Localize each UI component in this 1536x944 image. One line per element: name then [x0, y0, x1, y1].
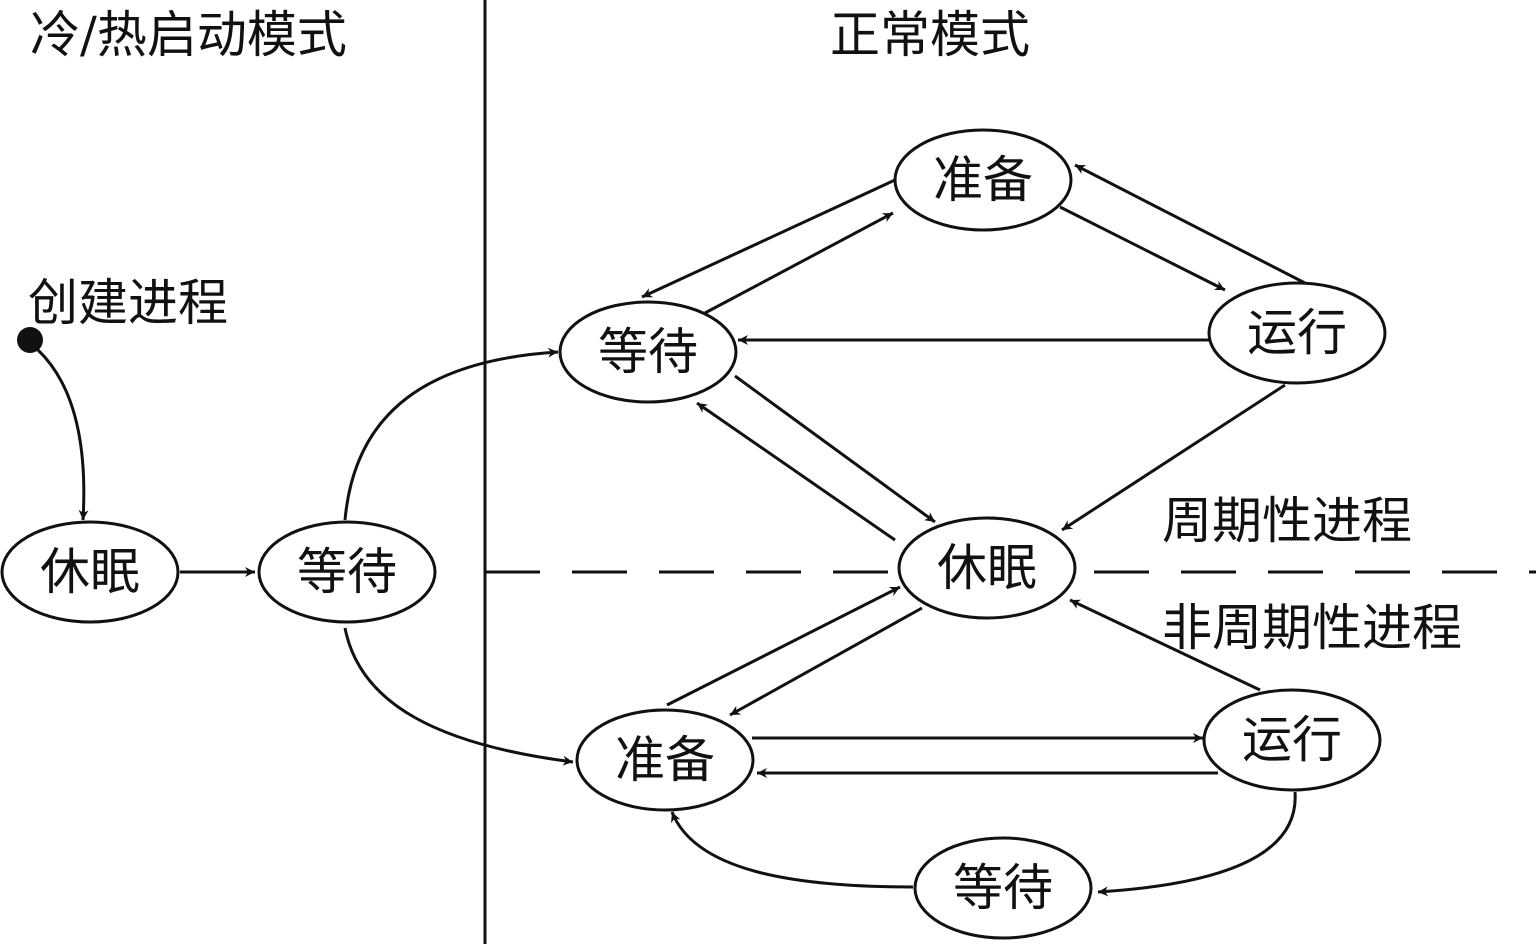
- node-sleep-mid: 休眠: [897, 516, 1077, 620]
- node-sleep-mid-label: 休眠: [937, 539, 1037, 597]
- transitions: [36, 163, 1306, 897]
- node-run-top-label: 运行: [1247, 304, 1347, 362]
- node-wait-top: 等待: [558, 300, 738, 404]
- node-wait-start-label: 等待: [297, 543, 397, 601]
- edge-wait-top-to-ready-top: [704, 211, 894, 315]
- normal-mode-heading: 正常模式: [830, 6, 1030, 64]
- edge-run-top-to-ready-top: [1074, 163, 1306, 285]
- node-ready-top-label: 准备: [933, 151, 1033, 209]
- edge-ready-top-to-run-top: [1059, 205, 1226, 292]
- cold-hot-start-heading: 冷/热启动模式: [30, 6, 347, 64]
- node-sleep-start: 休眠: [0, 520, 180, 624]
- node-ready-bot-label: 准备: [615, 731, 715, 789]
- aperiodic-process-label: 非周期性进程: [1162, 599, 1462, 657]
- node-wait-top-label: 等待: [598, 323, 698, 381]
- node-run-bot-label: 运行: [1242, 711, 1342, 769]
- edge-ready-bot-to-sleep-mid: [666, 585, 901, 707]
- edge-run-bot-to-wait-bot: [1097, 791, 1297, 897]
- edge-run-top-to-sleep-mid: [1061, 383, 1286, 532]
- node-wait-bot: 等待: [913, 836, 1093, 940]
- periodic-process-label: 周期性进程: [1162, 492, 1412, 550]
- start-point-dot: [17, 327, 43, 353]
- edge-wait-start-to-wait-top: [343, 347, 559, 521]
- edge-sleep-mid-to-wait-top: [696, 401, 896, 542]
- node-ready-top: 准备: [893, 128, 1073, 232]
- edge-run-bot-to-sleep-mid: [1069, 598, 1261, 692]
- edge-wait-start-to-ready-bot: [343, 627, 574, 766]
- edge-sleep-mid-to-ready-bot: [729, 606, 923, 717]
- node-ready-bot: 准备: [575, 708, 755, 812]
- node-run-top: 运行: [1207, 281, 1387, 385]
- edge-create-to-sleep: [36, 348, 89, 521]
- edge-ready-top-to-wait-top: [641, 178, 896, 299]
- edge-wait-top-to-sleep-mid: [734, 374, 936, 524]
- node-wait-start: 等待: [257, 520, 437, 624]
- node-sleep-start-label: 休眠: [40, 543, 140, 601]
- edge-wait-bot-to-ready-bot: [670, 811, 914, 889]
- node-wait-bot-label: 等待: [953, 859, 1053, 917]
- create-process-label: 创建进程: [28, 274, 228, 332]
- node-run-bot: 运行: [1202, 688, 1382, 792]
